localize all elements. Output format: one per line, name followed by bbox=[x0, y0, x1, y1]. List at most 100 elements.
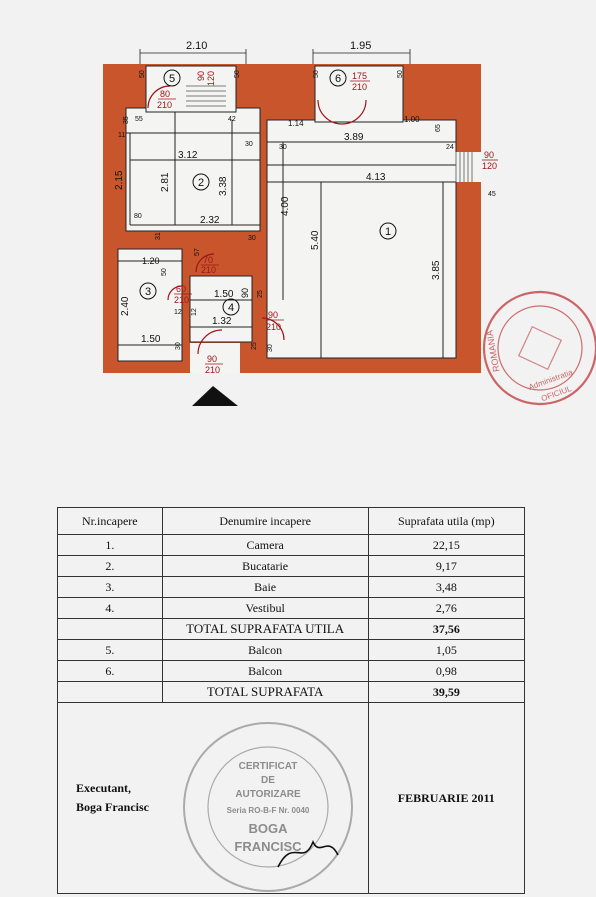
dim-hall-left: 1.14 bbox=[288, 119, 304, 128]
floor-plan: 1 2 3 4 5 6 2.10 1.95 3.12 2.81 3.38 2.1… bbox=[103, 40, 596, 406]
room-name-cell: Baie bbox=[161, 576, 369, 598]
svg-text:70: 70 bbox=[203, 255, 213, 265]
dim-bath-top: 1.20 bbox=[142, 256, 160, 266]
small-dim: 25 bbox=[251, 342, 258, 350]
small-dim: 50 bbox=[161, 268, 168, 276]
door-label: 90 120 bbox=[482, 150, 498, 171]
small-dim: 31 bbox=[155, 232, 162, 240]
table-row: 6. Balcon 0,98 bbox=[57, 660, 526, 682]
total-value: 39,59 bbox=[367, 681, 526, 703]
svg-text:Seria RO-B-F Nr. 0040: Seria RO-B-F Nr. 0040 bbox=[227, 806, 310, 815]
table-row: 4. Vestibul 2,76 bbox=[57, 597, 526, 619]
dim-kitchen-height-a: 2.81 bbox=[160, 172, 171, 192]
total-useful-value: 37,56 bbox=[367, 618, 526, 640]
svg-text:CERTIFICAT: CERTIFICAT bbox=[239, 761, 298, 772]
room-number-cell: 6. bbox=[57, 660, 163, 682]
svg-text:120: 120 bbox=[206, 71, 216, 86]
room-number-3: 3 bbox=[145, 286, 151, 298]
table-row: 5. Balcon 1,05 bbox=[57, 639, 526, 661]
dim-top-right: 1.95 bbox=[350, 40, 371, 52]
svg-text:210: 210 bbox=[205, 365, 220, 375]
svg-text:90: 90 bbox=[196, 71, 206, 81]
svg-text:210: 210 bbox=[157, 100, 172, 110]
room-name-cell: Bucatarie bbox=[161, 555, 369, 577]
room-number-2: 2 bbox=[198, 177, 204, 189]
svg-text:210: 210 bbox=[352, 82, 367, 92]
door-label: 175 210 bbox=[350, 71, 370, 92]
room-name-cell: Vestibul bbox=[161, 597, 369, 619]
dim-kitchen-bottom: 2.32 bbox=[200, 215, 220, 226]
door-label: 90 210 bbox=[266, 310, 284, 332]
small-dim: 11 bbox=[118, 132, 125, 139]
small-dim: 65 bbox=[435, 124, 442, 132]
dim-room-height: 5.40 bbox=[310, 230, 321, 250]
small-dim: 42 bbox=[228, 116, 236, 123]
small-dim: 35 bbox=[123, 116, 130, 124]
door-label: 60 210 bbox=[174, 284, 192, 305]
dim-hall-right: 1.00 bbox=[404, 115, 420, 124]
signature-scribble bbox=[277, 839, 339, 868]
door-label: 90 120 bbox=[196, 71, 216, 86]
svg-text:60: 60 bbox=[176, 284, 186, 294]
executant-name: Boga Francisc bbox=[76, 800, 149, 814]
door-label: 70 210 bbox=[201, 255, 219, 275]
small-dim: 30 bbox=[245, 141, 253, 148]
svg-text:DE: DE bbox=[261, 775, 275, 786]
dim-hall-width: 3.89 bbox=[344, 132, 364, 143]
small-dim: 25 bbox=[257, 290, 264, 298]
room-area-cell: 0,98 bbox=[367, 660, 526, 682]
small-dim: 50 bbox=[139, 70, 146, 78]
room-name-cell: Camera bbox=[161, 534, 369, 556]
dim-vestibule-bottom: 1.32 bbox=[212, 316, 232, 327]
svg-text:FRANCISC: FRANCISC bbox=[234, 839, 302, 854]
red-stamp: ROMANIA Administratia OFICIUL bbox=[482, 290, 596, 406]
small-dim: 50 bbox=[313, 70, 320, 78]
dim-bath-side: 2.40 bbox=[120, 296, 131, 316]
small-dim: 57 bbox=[194, 248, 201, 256]
dim-room-width: 4.13 bbox=[366, 172, 386, 183]
table-row: 3. Baie 3,48 bbox=[57, 576, 526, 598]
table-row: 2. Bucatarie 9,17 bbox=[57, 555, 526, 577]
svg-text:175: 175 bbox=[352, 71, 367, 81]
header-room-name: Denumire incapere bbox=[161, 507, 369, 535]
room-number-cell: 1. bbox=[57, 534, 163, 556]
small-dim: 12 bbox=[191, 308, 198, 316]
door-label: 80 210 bbox=[157, 89, 176, 110]
small-dim: 50 bbox=[397, 70, 404, 78]
table-row: 1. Camera 22,15 bbox=[57, 534, 526, 556]
dim-kitchen-width: 3.12 bbox=[178, 150, 198, 161]
room-number-1: 1 bbox=[385, 226, 391, 238]
room-number-cell: 4. bbox=[57, 597, 163, 619]
small-dim: 24 bbox=[446, 144, 454, 151]
area-table: Nr.incapere Denumire incapere Suprafata … bbox=[57, 507, 526, 894]
room-area-cell: 2,76 bbox=[367, 597, 526, 619]
dim-room-right: 3.85 bbox=[431, 260, 442, 280]
small-dim: 30 bbox=[248, 235, 256, 242]
small-dim: 55 bbox=[135, 116, 143, 123]
table-header-row: Nr.incapere Denumire incapere Suprafata … bbox=[57, 507, 526, 535]
svg-text:90: 90 bbox=[484, 150, 494, 160]
total-row: TOTAL SUPRAFATA 39,59 bbox=[57, 681, 526, 703]
small-dim: 90 bbox=[240, 288, 250, 298]
room-number-cell: 2. bbox=[57, 555, 163, 577]
room-area-cell: 1,05 bbox=[367, 639, 526, 661]
dim-room-strip: 4.00 bbox=[280, 196, 291, 216]
room-area-cell: 9,17 bbox=[367, 555, 526, 577]
svg-text:AUTORIZARE: AUTORIZARE bbox=[235, 789, 301, 800]
room-area-cell: 22,15 bbox=[367, 534, 526, 556]
dim-kitchen-height-b: 3.38 bbox=[218, 176, 229, 196]
date-cell: FEBRUARIE 2011 bbox=[367, 702, 526, 894]
room-area-cell: 3,48 bbox=[367, 576, 526, 598]
svg-text:80: 80 bbox=[160, 89, 170, 99]
total-useful-row: TOTAL SUPRAFATA UTILA 37,56 bbox=[57, 618, 526, 640]
total-useful-label: TOTAL SUPRAFATA UTILA bbox=[161, 618, 369, 640]
signature-row: Executant, Boga Francisc CERTIFICAT DE A… bbox=[57, 702, 526, 894]
total-label: TOTAL SUPRAFATA bbox=[161, 681, 369, 703]
door-label: 90 210 bbox=[205, 354, 223, 375]
small-dim: 50 bbox=[234, 70, 241, 78]
dim-top-left: 2.10 bbox=[186, 40, 207, 52]
dim-bath-bottom: 1.50 bbox=[141, 334, 161, 345]
executant-title: Executant, bbox=[76, 781, 131, 795]
room-name-cell: Balcon bbox=[161, 639, 369, 661]
small-dim: 45 bbox=[488, 191, 496, 198]
